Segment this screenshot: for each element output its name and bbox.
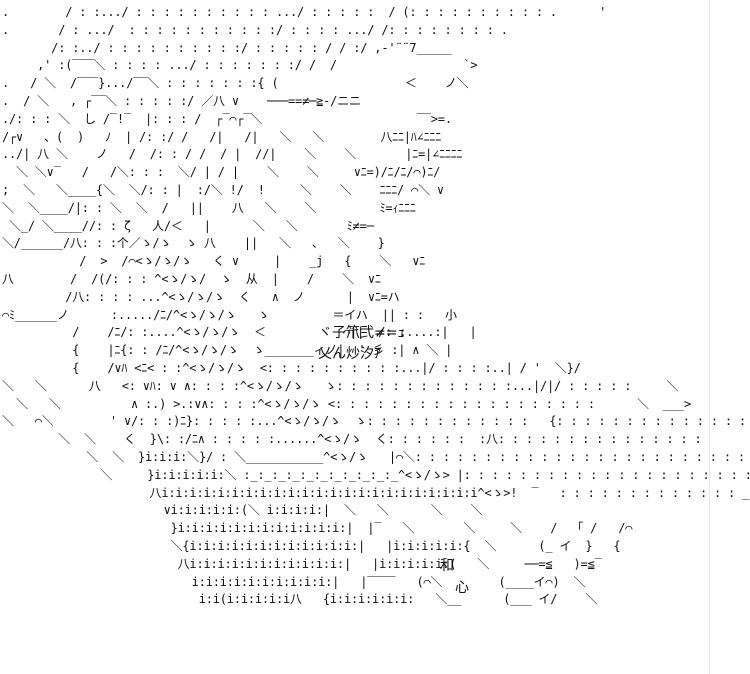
ascii-art-line: }i:i:i:i:i:i:i:i:i:i:i:i:| |‾ ＼ ＼ ＼ / 「 … bbox=[2, 521, 633, 536]
ascii-art-line: /八: : : : ...^<ゝ/ゝ/ゝ く ∧ ノ | ∨ﾆ=ハ bbox=[2, 289, 400, 304]
ascii-art-line: ＼ }i:i:i:i:i:＼ :_:_:_:_:_:_:_:_:_:_:_^<ゝ… bbox=[2, 467, 750, 482]
ascii-art-line: ＼{i:i:i:i:i:i:i:i:i:i:i:i:| |i:i:i:i:i:{… bbox=[2, 538, 642, 553]
ascii-art-line: / /ﾆ/: :....^<ゝ/ゝ/ゝ ＜ ⌒|| /: :....:| | bbox=[2, 325, 477, 340]
ascii-art-line: i:i(i:i:i:i:i八 {i:i:i:i:i:i: ＼__ (___ イ/… bbox=[2, 592, 598, 607]
ascii-art-line: ＼ ＼ ∧ :.) >.:∨∧: : : :^<ゝ/ゝ/ゝ <: : : : :… bbox=[2, 396, 691, 411]
ascii-art-line: ＼ ＼ }i:i:i:＼}/ : ＼___________^<ゝ/ゝ |⌒＼: … bbox=[2, 449, 745, 464]
ascii-art-line: /┌∨ 、( ) ﾉ | /: :/ / /| /| ＼ ＼ 八ﾆﾆ|ﾊ∠ﾆﾆﾆ bbox=[2, 129, 442, 144]
ascii-art-line: ./: : : ＼ し /‾!‾ |: : : / ┌‾⌒┌‾＼ ‾‾>=. bbox=[2, 111, 452, 126]
ascii-art-line: 八i:i:i:i:i:i:i:i:i:i:i:| |i:i:i:i:i:( ＼ … bbox=[2, 556, 602, 571]
art-caption-label-3: 和 bbox=[440, 558, 454, 574]
ascii-art-line: { /∨ﾊ <ﾆ< : :^<ゝ/ゝ/ゝ <: : : : : : : : : … bbox=[2, 360, 581, 375]
ascii-art-line: ＼ ＼∨‾ / /＼: : : ＼/ | / | ＼ ＼ ∨ﾆ=)/ﾆ/ﾆ/⌒)… bbox=[2, 165, 441, 180]
ascii-art-line: ../| 八 ＼ ノ / /: : / / / | //| ＼ ＼ |ﾆ=|∠ﾆ… bbox=[2, 147, 463, 162]
ascii-art-lines: . / : :.../ : : : : : : : : : : .../ : :… bbox=[2, 4, 750, 609]
ascii-art-line: ＼/______/八: : :个／ゝ/ゝ ゝ 八 || ＼ 、 ＼ } bbox=[2, 236, 385, 251]
ascii-art-line: ∨i:i:i:i:i:(＼ i:i:i:i:| ＼ ＼ ＼ ＼ bbox=[2, 503, 483, 518]
ascii-art-line: ,' :(‾‾‾＼ : : : : .../ : : : : : : :/ / … bbox=[2, 58, 478, 73]
ascii-art-line: . / : :.../ : : : : : : : : : : .../ : :… bbox=[2, 5, 607, 19]
ascii-art-line: . / : .../ : : : : : : : : : : :/ : : : … bbox=[2, 22, 508, 37]
ascii-art-line: ＼ ＼ 八 <: ∨ﾊ: ∨ ∧: : : :^<ゝ/ゝ/ゝ ゝ: : : : … bbox=[2, 378, 679, 393]
ascii-art-line: ＼ ＼ く }\: :/ﾆ∧ : : : : :......^<ゝ/ゝ く: :… bbox=[2, 432, 702, 447]
ascii-art-line: ＼ ⌒＼ ' ∨/: : :)ﾆ}: : : : :...^<ゝ/ゝ/ゝ ゝ: … bbox=[2, 414, 750, 429]
page-edge-divider bbox=[709, 0, 710, 674]
ascii-art-line: ; ＼ ＼____{＼ ＼/: : | :/＼ !/ ! ＼ ＼ ﾆﾆﾆ/ ⌒＼… bbox=[2, 182, 444, 197]
art-caption-label-4: 心 bbox=[455, 580, 469, 596]
ascii-art-line: . / ＼ /‾‾‾}.../‾‾＼ : : : : : : :{ ( ＜ ノ＼ bbox=[2, 76, 469, 91]
ascii-art-line: ＼ ＼____/|: : ＼ ＼ / || 八 ＼ ＼ ﾐ=ｨﾆﾆﾆ bbox=[2, 200, 416, 215]
ascii-art-line: i:i:i:i:i:i:i:i:i:i:| |‾‾‾‾ (⌒＼ (____イ⌒)… bbox=[2, 574, 586, 589]
ascii-art-line: 八 / /(/: : : ^<ゝ/ゝ/ ゝ 从 | / ＼ ∨ﾆ bbox=[2, 271, 381, 286]
ascii-art-line: ⌒ﾐ______ノ :...../ﾆ/^<ゝ/ゝ/ゝ ゝ ＝イハ || : : … bbox=[2, 307, 457, 322]
art-caption-label-2: 乂ん炒汐ｱ bbox=[318, 346, 381, 362]
ascii-art-line: ＼_/ ＼____//: : ζ 人/＜ | ＼ ＼ ﾐ≠=─ bbox=[2, 218, 374, 233]
art-caption-label-1: ヾ子笊弐≠=ｭ bbox=[318, 325, 405, 341]
ascii-art-line: / > /⌒<ゝ/ゝ/ゝ く ∨ | _j { ＼ ∨ﾆ bbox=[2, 254, 426, 269]
ascii-art-line: /: :../ : : : : : : : : : :/ : : : : : /… bbox=[2, 40, 452, 55]
ascii-art-line: 八i:i:i:i:i:i:i:i:i:i:i:i:i:i:i:i:i:i:i:i… bbox=[2, 485, 750, 500]
ascii-art-line: { |ﾆ{: : /ﾆ/^<ゝ/ゝ/ゝ ゝ_______ィノ| ' 彡 :| ∧… bbox=[2, 343, 453, 358]
ascii-art-line: . / ＼ , ┌‾‾＼ : : : : :/ ／八 ∨ ───==≠─≧-/ニ… bbox=[2, 93, 361, 108]
